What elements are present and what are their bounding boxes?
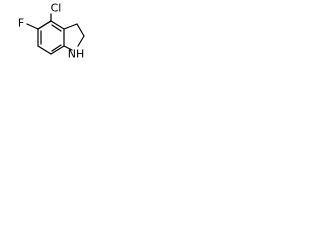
structure-svg: Cl F NH: [18, 2, 85, 61]
bond-c3-c2: [76, 23, 85, 37]
bond-c7a-c3a: [50, 20, 65, 30]
bond-c4-c5: [37, 20, 52, 30]
chlorine-label: Cl: [51, 2, 62, 15]
bond-c5-f: [26, 23, 39, 30]
bond-c2-n1: [77, 35, 85, 47]
bond-c6-c7: [50, 45, 65, 55]
bond-c3a-c3: [63, 23, 78, 30]
double-bond-inner-2: [51, 44, 62, 52]
bond-c5-c6: [37, 45, 52, 55]
double-bond-inner-3: [51, 24, 62, 32]
fluorine-label: F: [18, 17, 24, 30]
bond-n1-c7a: [63, 45, 73, 51]
amine-label: NH: [68, 48, 85, 61]
molecule-diagram: Cl F NH: [0, 0, 93, 77]
